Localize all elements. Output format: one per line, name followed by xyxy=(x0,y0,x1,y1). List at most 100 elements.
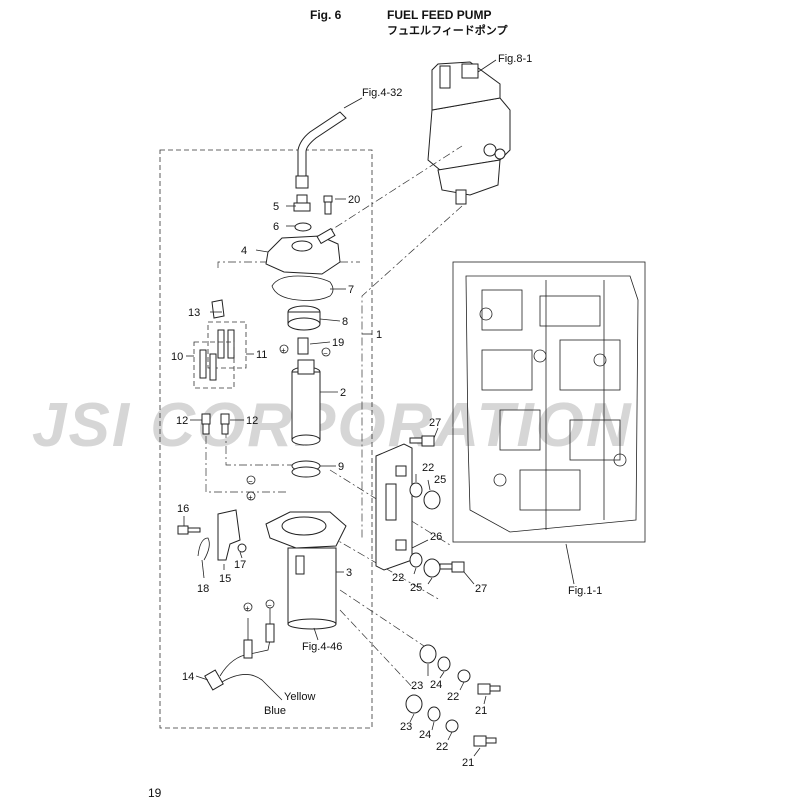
plus-terminal-19 xyxy=(279,344,289,354)
callout-23-upper: 23 xyxy=(411,680,423,692)
wire-label-blue: Blue xyxy=(264,705,286,717)
part-24-collar-lower xyxy=(427,706,441,722)
figure-title-jp: フュエルフィードポンプ xyxy=(387,25,508,37)
symbol-minus-a: − xyxy=(248,477,253,486)
part-5-fitting xyxy=(293,194,311,212)
part-13-clip xyxy=(211,299,225,319)
part-21-bolt-lower xyxy=(473,735,497,747)
leader-fig-1-1 xyxy=(565,543,575,585)
callout-7: 7 xyxy=(348,284,354,296)
callout-26: 26 xyxy=(430,531,442,543)
part-2-electric-pump xyxy=(291,359,321,446)
callout-10: 10 xyxy=(171,351,183,363)
plus-terminal-a xyxy=(246,491,256,501)
symbol-minus-b: − xyxy=(267,601,272,610)
part-11-group-frame xyxy=(207,321,247,369)
callout-15: 15 xyxy=(219,573,231,585)
callout-11: 11 xyxy=(256,349,267,361)
part-17-washer xyxy=(237,543,247,553)
connector-left2 xyxy=(225,430,300,466)
minus-terminal-19 xyxy=(321,347,331,357)
symbol-plus-b: + xyxy=(245,604,250,613)
minus-terminal-b xyxy=(265,599,275,609)
symbol-minus-19: − xyxy=(323,349,328,358)
part-22-washer-lower xyxy=(445,719,459,733)
callout-6: 6 xyxy=(273,221,279,233)
callout-19: 19 xyxy=(332,337,344,349)
fuel-hose xyxy=(297,111,347,183)
ref-fig-8-1: Fig.8-1 xyxy=(498,53,532,65)
part-7-gasket xyxy=(271,275,334,301)
part-23-grommet-upper xyxy=(419,644,437,664)
connector-filter-down xyxy=(361,205,463,540)
part-11-harness-holder xyxy=(217,329,235,359)
callout-24-lower: 24 xyxy=(419,729,431,741)
wire-label-yellow: Yellow xyxy=(284,691,315,703)
callout-25-lower: 25 xyxy=(410,582,422,594)
callout-12-left: 12 xyxy=(176,415,188,427)
callout-27-upper: 27 xyxy=(429,417,441,429)
minus-terminal-a xyxy=(246,475,256,485)
part-6-o-ring xyxy=(294,222,312,232)
figure-title-en: FUEL FEED PUMP xyxy=(387,8,492,22)
hose-fitting xyxy=(295,175,309,189)
part-25-grommet-upper xyxy=(423,490,441,510)
part-27-bolt-upper xyxy=(409,435,435,447)
part-19-connector xyxy=(297,337,309,355)
ref-fig-4-46: Fig.4-46 xyxy=(302,641,342,653)
symbol-plus-a: + xyxy=(248,493,253,502)
part-14-wire-harness xyxy=(204,608,283,701)
callout-12-right: 12 xyxy=(246,415,258,427)
part-22-collar-lower xyxy=(409,552,423,568)
cylinder-block-drawing xyxy=(465,275,639,533)
plus-terminal-b xyxy=(243,602,253,612)
callout-23-lower: 23 xyxy=(400,721,412,733)
callout-17: 17 xyxy=(234,559,246,571)
callout-22-mid: 22 xyxy=(392,572,404,584)
part-24-collar-upper xyxy=(437,656,451,672)
callout-13: 13 xyxy=(188,307,200,319)
connector-23a xyxy=(339,589,431,651)
part-23-grommet-lower xyxy=(405,694,423,714)
assembly-frame xyxy=(159,149,373,729)
callout-27-lower: 27 xyxy=(475,583,487,595)
part-22-washer-upper xyxy=(457,669,471,683)
leader-fig-8-1 xyxy=(477,59,497,73)
connector-23b xyxy=(339,609,416,691)
callout-5: 5 xyxy=(273,201,279,213)
part-12-terminal-right xyxy=(220,413,230,435)
part-10-group-frame xyxy=(193,341,235,389)
part-12-terminal-left xyxy=(201,413,211,435)
part-8-ring-nut xyxy=(287,305,321,331)
connector-bracket xyxy=(329,535,441,601)
callout-leaders xyxy=(183,198,487,757)
part-9-seal-ring xyxy=(291,460,321,478)
part-26-mounting-bracket xyxy=(375,443,413,571)
ref-fig-4-32: Fig.4-32 xyxy=(362,87,402,99)
part-18-clamp xyxy=(197,537,210,561)
leader-fig-4-46 xyxy=(313,627,319,641)
callout-22-row2: 22 xyxy=(436,741,448,753)
page-number: 19 xyxy=(148,786,162,800)
callout-22-row1: 22 xyxy=(447,691,459,703)
fuel-filter-assembly xyxy=(427,61,511,205)
part-10-harness-holder xyxy=(199,349,217,381)
part-16-bolt xyxy=(177,525,201,535)
callout-24-upper: 24 xyxy=(430,679,442,691)
connector-left xyxy=(205,420,286,493)
watermark-text: JSI CORPORATION xyxy=(32,391,633,460)
callout-9: 9 xyxy=(338,461,344,473)
part-15-bracket xyxy=(217,509,241,561)
callout-18: 18 xyxy=(197,583,209,595)
part-25-grommet-lower xyxy=(423,558,441,578)
part-21-bolt-upper xyxy=(477,683,501,695)
callout-21-lower: 21 xyxy=(462,757,474,769)
symbol-plus-19: + xyxy=(281,346,286,355)
callout-2: 2 xyxy=(340,387,346,399)
ref-fig-1-1: Fig.1-1 xyxy=(568,585,602,597)
callout-1: 1 xyxy=(376,329,382,341)
callout-16: 16 xyxy=(177,503,189,515)
callout-22-upper: 22 xyxy=(422,462,434,474)
leader-fig-4-32 xyxy=(343,97,363,109)
